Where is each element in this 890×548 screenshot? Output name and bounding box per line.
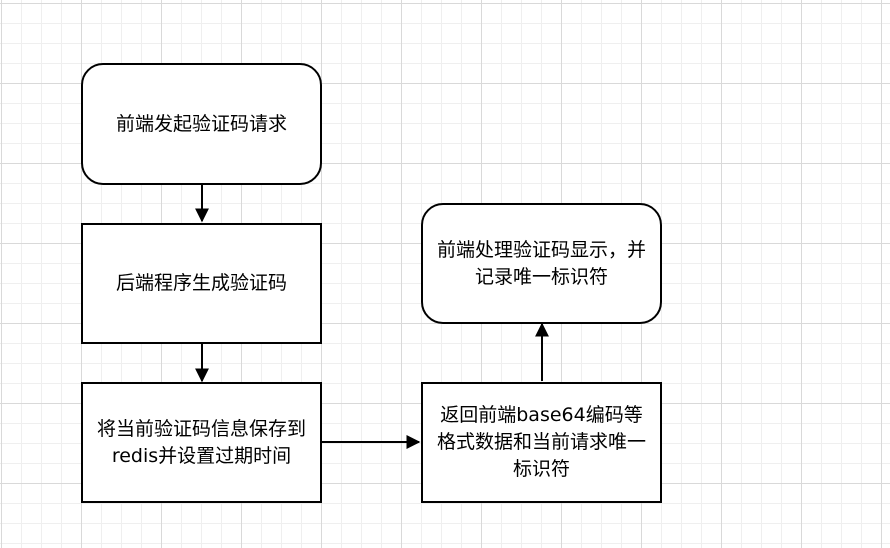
node-label: 将当前验证码信息保存到redis并设置过期时间 <box>96 417 306 467</box>
node-generate-captcha[interactable]: 后端程序生成验证码 <box>81 223 322 344</box>
node-display-captcha[interactable]: 前端处理验证码显示，并记录唯一标识符 <box>421 203 662 324</box>
node-label: 后端程序生成验证码 <box>115 272 287 294</box>
node-request-captcha[interactable]: 前端发起验证码请求 <box>81 63 322 185</box>
node-return-base64[interactable]: 返回前端base64编码等格式数据和当前请求唯一标识符 <box>421 382 662 503</box>
node-label: 前端发起验证码请求 <box>115 112 287 135</box>
node-save-to-redis[interactable]: 将当前验证码信息保存到redis并设置过期时间 <box>81 382 322 503</box>
node-label: 返回前端base64编码等格式数据和当前请求唯一标识符 <box>436 404 646 480</box>
node-label: 前端处理验证码显示，并记录唯一标识符 <box>436 238 646 288</box>
